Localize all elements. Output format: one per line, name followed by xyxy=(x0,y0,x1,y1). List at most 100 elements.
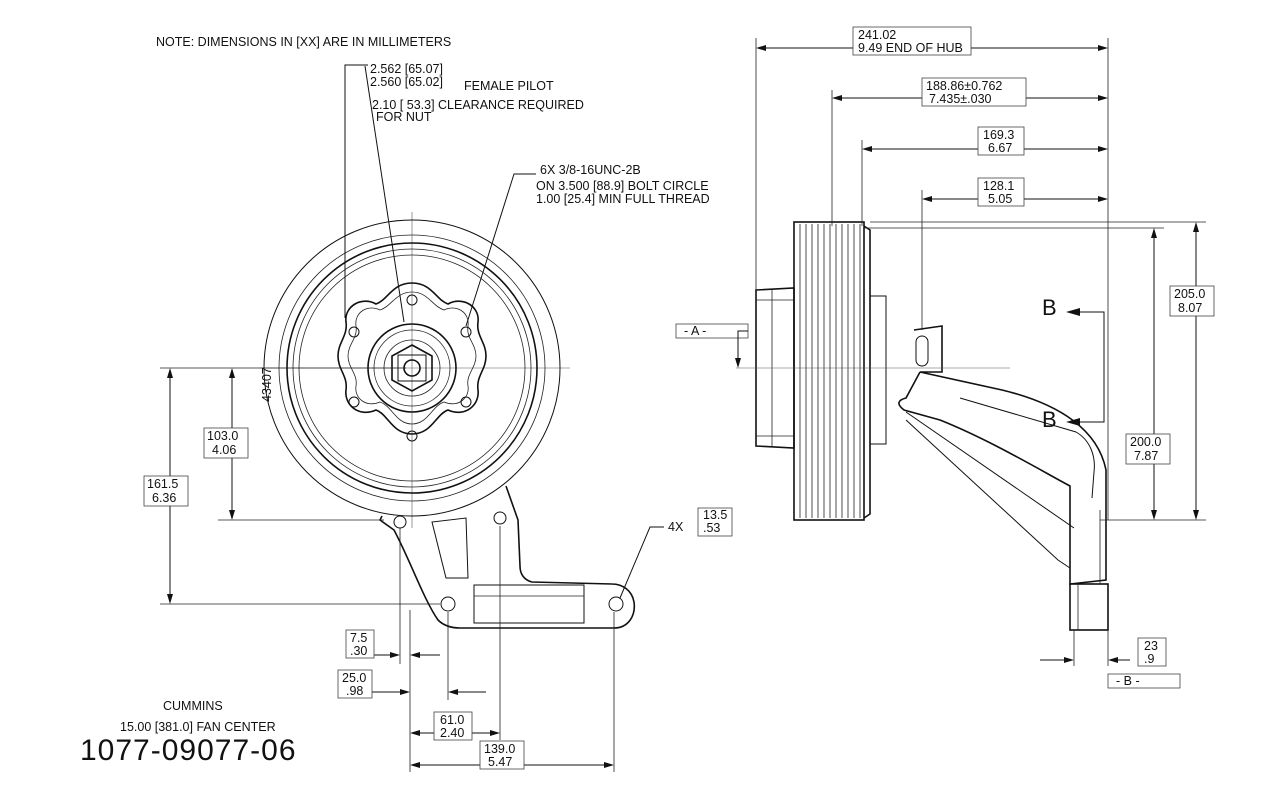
dim-25-mm: 25.0 xyxy=(342,671,366,685)
bolt-hole xyxy=(406,294,418,306)
side-view-dimensions: 241.02 9.49 END OF HUB 188.86±0.762 7.43… xyxy=(675,26,1215,689)
section-line xyxy=(1076,311,1105,423)
dim-7-in: .30 xyxy=(350,644,367,658)
dim-7-mm: 7.5 xyxy=(350,631,367,645)
dim-61-mm: 61.0 xyxy=(440,713,464,727)
dim-13-prefix: 4X xyxy=(668,520,684,534)
pulley-side xyxy=(793,221,865,521)
bolt-hole xyxy=(348,326,360,338)
arrow xyxy=(832,95,842,101)
front-view-callouts: 2.562 [65.07] 2.560 [65.02] FEMALE PILOT… xyxy=(344,62,710,327)
dim-205-in: 8.07 xyxy=(1178,301,1202,315)
dim-103-box xyxy=(203,427,249,459)
dim-139-box xyxy=(479,740,525,770)
dim-205-mm: 205.0 xyxy=(1174,287,1205,301)
arrow xyxy=(400,689,410,695)
dim-161-box xyxy=(143,475,189,507)
dim-188-box xyxy=(921,77,1027,107)
arrow xyxy=(922,196,932,202)
hex-nut xyxy=(391,344,433,392)
dim-128-box xyxy=(977,177,1025,207)
bracket-foot-side xyxy=(1069,583,1109,631)
dim-23-mm: 23 xyxy=(1144,639,1158,653)
dim-169-box xyxy=(977,126,1025,156)
bolt-hole xyxy=(460,396,472,408)
dim-13-mm: 13.5 xyxy=(703,508,727,522)
clearance-line-2: FOR NUT xyxy=(376,110,432,124)
customer-name: CUMMINS xyxy=(163,699,223,713)
pulley-edge xyxy=(863,225,871,519)
arrow xyxy=(1193,222,1199,232)
side-view xyxy=(736,221,1109,631)
dim-169-mm: 169.3 xyxy=(983,128,1014,142)
arrow xyxy=(1193,510,1199,520)
section-b-bottom: B xyxy=(1042,407,1057,432)
arrow xyxy=(410,652,420,658)
fan-center: 15.00 [381.0] FAN CENTER xyxy=(120,720,276,734)
dim-128-in: 5.05 xyxy=(988,192,1012,206)
arrow xyxy=(167,368,173,378)
dim-7-box xyxy=(345,629,375,659)
bolt-callout-3: 1.00 [25.4] MIN FULL THREAD xyxy=(536,192,710,206)
arrow xyxy=(448,689,458,695)
bracket-slot-side xyxy=(915,335,929,367)
dim-161-in: 6.36 xyxy=(152,491,176,505)
bracket-hole xyxy=(440,596,456,612)
bracket-side-edge xyxy=(905,419,1071,569)
hub-flange xyxy=(337,282,487,435)
dim-61-in: 2.40 xyxy=(440,726,464,740)
bracket-rib xyxy=(959,397,1095,499)
arrow xyxy=(1098,95,1108,101)
dim-61-box xyxy=(433,711,473,741)
dim-13-in: .53 xyxy=(703,521,720,535)
arrow xyxy=(1064,657,1074,663)
pilot-label: FEMALE PILOT xyxy=(464,79,554,93)
title-block: CUMMINS 15.00 [381.0] FAN CENTER 1077-09… xyxy=(80,699,296,767)
bracket-side-edge-2 xyxy=(905,411,1075,529)
bolt-hole xyxy=(406,430,418,442)
section-b-top: B xyxy=(1042,295,1057,320)
datum-a: - A - xyxy=(684,324,706,338)
dimension-note: NOTE: DIMENSIONS IN [XX] ARE IN MILLIMET… xyxy=(156,35,451,49)
hub-flange-inner xyxy=(347,291,477,425)
pulley-grooves xyxy=(799,224,861,518)
dim-169-in: 6.67 xyxy=(988,141,1012,155)
dim-241-in: 9.49 END OF HUB xyxy=(858,41,963,55)
dim-103-mm: 103.0 xyxy=(207,429,238,443)
arrow xyxy=(735,358,741,368)
arrow xyxy=(1066,418,1080,426)
bracket-hole xyxy=(493,511,507,525)
arrow xyxy=(604,762,614,768)
datum-a-leader xyxy=(737,330,748,360)
dim-205-box xyxy=(1169,285,1215,317)
bolt-leader xyxy=(465,173,536,327)
datum-b: - B - xyxy=(1116,674,1140,688)
front-view-dimensions: 103.0 4.06 161.5 6.36 4X 13.5 .53 7.5 .3… xyxy=(143,367,733,772)
arrow xyxy=(862,146,872,152)
bolt-callout-2: ON 3.500 [88.9] BOLT CIRCLE xyxy=(536,179,709,193)
dim-200-in: 7.87 xyxy=(1134,449,1158,463)
bracket-foot xyxy=(473,584,585,624)
arrow xyxy=(1098,146,1108,152)
bracket-hole xyxy=(393,515,407,529)
side-view-extensions xyxy=(755,38,1206,666)
dim-241-box xyxy=(852,26,972,56)
arrow xyxy=(410,762,420,768)
dim-23-box xyxy=(1137,637,1167,667)
bolt-hole xyxy=(348,396,360,408)
arrow xyxy=(1151,510,1157,520)
dim-13-leader xyxy=(619,526,664,599)
dim-200-box xyxy=(1125,433,1171,465)
dim-241-mm: 241.02 xyxy=(858,28,896,42)
arrow xyxy=(410,730,420,736)
part-stamp: 43407 xyxy=(260,367,274,402)
datum-b-box xyxy=(1107,673,1181,689)
dim-128-mm: 128.1 xyxy=(983,179,1014,193)
arrow xyxy=(1098,196,1108,202)
arrow xyxy=(229,368,235,378)
arrow xyxy=(756,45,766,51)
pilot-dimension-max: 2.562 [65.07] xyxy=(370,62,443,76)
bolt-holes xyxy=(348,294,472,442)
bracket-slot xyxy=(431,517,469,579)
